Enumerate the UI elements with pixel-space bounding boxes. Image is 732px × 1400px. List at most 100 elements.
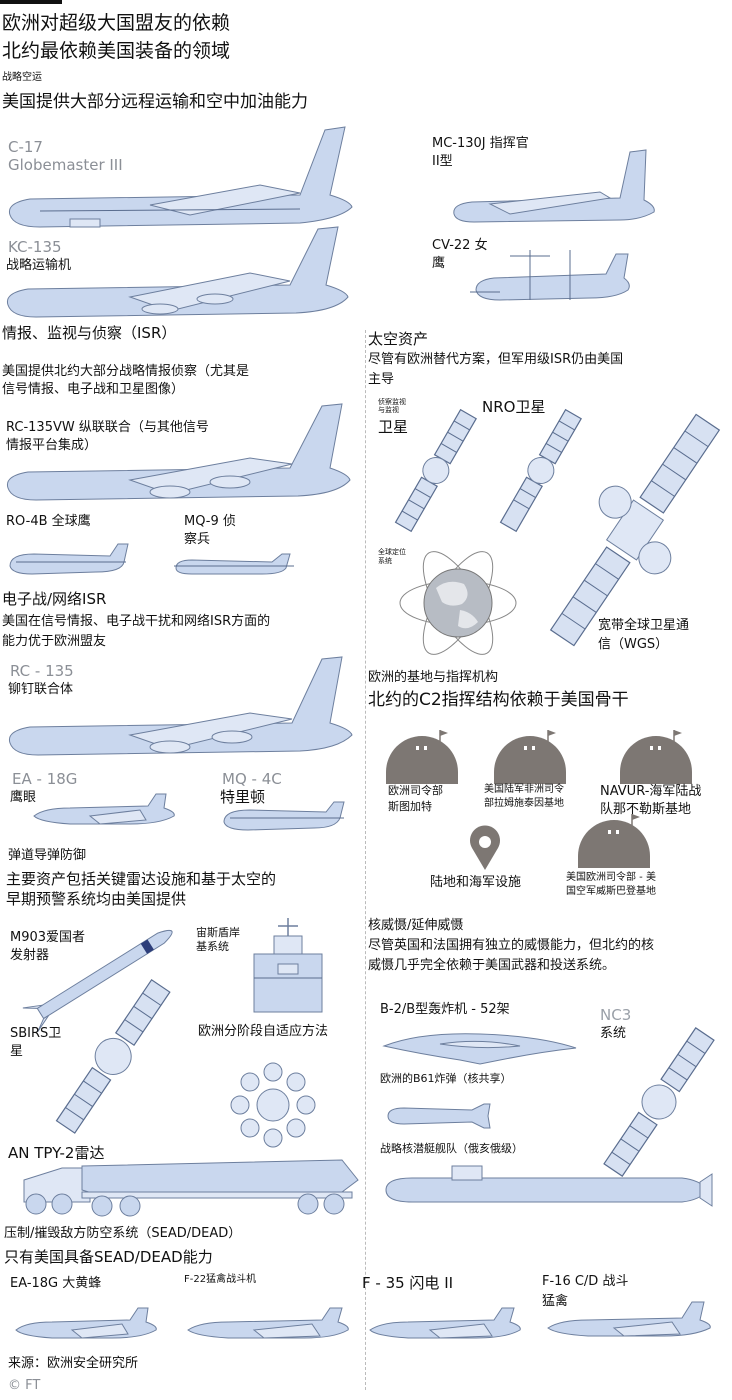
- aegis-label: 宙斯盾岸: [196, 926, 240, 939]
- sead-tag: 压制/摧毁敌方防空系统（SEAD/DEAD）: [4, 1226, 242, 1241]
- aegis-label-2: 基系统: [196, 940, 229, 953]
- source-note: 来源：欧洲安全研究所: [8, 1356, 139, 1371]
- aegis-ashore-building: [253, 918, 323, 1013]
- ea18g-cn-label: 鹰眼: [10, 790, 37, 805]
- base-dome-icon: [620, 730, 692, 784]
- mc130-label: MC-130J 指挥官: [432, 136, 529, 151]
- c2-headline: 北约的C2指挥结构依赖于美国骨干: [368, 690, 629, 710]
- ew-tag: 电子战/网络ISR: [2, 590, 107, 608]
- isr-satellite: [394, 408, 477, 533]
- base-dome-icon: [494, 730, 566, 784]
- credit-note: © FT: [8, 1378, 41, 1393]
- sbirs-label: SBIRS卫: [10, 1026, 62, 1041]
- ew-text-2: 能力优于欧洲盟友: [2, 634, 107, 649]
- f16-label: F-16 C/D 战斗: [542, 1274, 629, 1289]
- f22-label: F-22猛禽战斗机: [184, 1274, 257, 1285]
- c17-aircraft: [8, 126, 353, 228]
- ea18g-aircraft: [33, 793, 175, 825]
- kc135-cn-label: 战略运输机: [6, 258, 72, 273]
- c17-label-2: Globemaster III: [8, 156, 123, 174]
- isr-sat-small-label-2: 与监视: [378, 406, 399, 414]
- m903-label-2: 发射器: [10, 948, 50, 963]
- base-dome-icon: [578, 814, 650, 868]
- cv22-label: CV-22 女: [432, 238, 488, 253]
- nuclear-text-2: 威慑几乎完全依赖于美国武器和投送系统。: [368, 958, 616, 973]
- nro-satellite: [499, 408, 582, 533]
- space-text-1: 尽管有欧洲替代方案，但军用级ISR仍由美国: [368, 352, 624, 367]
- f35-aircraft: [369, 1307, 521, 1339]
- nuclear-text-1: 尽管英国和法国拥有独立的威慑能力，但北约的核: [368, 938, 655, 953]
- c2-tag: 欧洲的基地与指挥机构: [368, 670, 499, 685]
- epaa-ring-icon: [230, 1062, 316, 1148]
- f16-aircraft: [547, 1301, 711, 1337]
- tpy2-radar-truck: [23, 1159, 359, 1217]
- mc130-label-2: II型: [432, 154, 453, 169]
- rc135-aircraft: [8, 656, 353, 756]
- base-dome-icon: [386, 730, 458, 784]
- ssbn-label: 战略核潜艇舰队（俄亥俄级）: [380, 1142, 523, 1155]
- ea18g-label: EA - 18G: [12, 770, 78, 788]
- isr-text-2: 信号情报、电子战和卫星图像）: [2, 382, 185, 397]
- nc3-satellite: [603, 1027, 715, 1177]
- base-4-label: 美国欧洲司令部 - 美: [566, 872, 656, 883]
- nc3-label: NC3: [600, 1006, 632, 1024]
- rc135-label: RC - 135: [10, 662, 74, 680]
- mq4c-cn-label: 特里顿: [220, 788, 266, 806]
- rc135vw-label: RC-135VW 纵联联合（与其他信号: [6, 420, 209, 435]
- mq9-label-2: 察兵: [184, 532, 211, 547]
- m903-label: M903爱国者: [10, 930, 86, 945]
- rc135-cn-label: 铆钉联合体: [8, 682, 74, 697]
- wgs-label: 宽带全球卫星通: [598, 618, 690, 633]
- kc135-label: KC-135: [8, 238, 62, 256]
- b2-label: B-2/B型轰炸机 - 52架: [380, 1002, 510, 1017]
- base-2-label: 美国陆军非洲司令: [484, 784, 564, 795]
- sead-headline: 只有美国具备SEAD/DEAD能力: [4, 1248, 213, 1266]
- mq9-drone: [174, 553, 294, 575]
- nuclear-tag: 核威慑/延伸威慑: [368, 918, 464, 933]
- b2-bomber: [382, 1033, 577, 1065]
- base-3-label: NAVUR-海军陆战: [600, 784, 702, 799]
- wgs-satellite: [549, 413, 721, 647]
- gps-globe-icon: [399, 551, 517, 655]
- b61-label: 欧洲的B61炸弹（核共享）: [380, 1072, 512, 1085]
- ssbn-submarine: [385, 1165, 713, 1207]
- airlift-headline: 美国提供大部分远程运输和空中加油能力: [2, 92, 308, 112]
- space-tag: 太空资产: [368, 330, 429, 348]
- nro-sat-label: NRO卫星: [482, 398, 546, 416]
- f22-aircraft: [187, 1307, 349, 1339]
- bmd-text-2: 早期预警系统均由美国提供: [6, 890, 187, 908]
- base-3-label-2: 队那不勒斯基地: [600, 802, 692, 817]
- isr-tag: 情报、监视与侦察（ISR）: [2, 324, 177, 342]
- page-subtitle: 北约最依赖美国装备的领域: [2, 40, 231, 62]
- space-text-2: 主导: [368, 372, 395, 387]
- sead-ea18g-aircraft: [15, 1307, 157, 1339]
- location-pin-icon: [470, 825, 500, 870]
- isr-sat-label: 卫星: [378, 418, 409, 436]
- tpy2-label: AN TPY-2雷达: [8, 1144, 105, 1162]
- sbirs-label-2: 星: [10, 1044, 24, 1059]
- mc130-aircraft: [453, 149, 655, 223]
- sead-ea18g-label: EA-18G 大黄蜂: [10, 1276, 102, 1291]
- gps-small-label: 全球定位: [378, 548, 406, 556]
- cv22-aircraft: [470, 250, 630, 301]
- f35-label: F - 35 闪电 II: [362, 1274, 454, 1292]
- page-title: 欧洲对超级大国盟友的依赖: [2, 12, 231, 34]
- mq9-label: MQ-9 侦: [184, 514, 236, 529]
- isr-text-1: 美国提供北约大部分战略情报侦察（尤其是: [2, 364, 250, 379]
- kc135-aircraft: [6, 226, 349, 318]
- top-rule: [0, 0, 62, 4]
- b61-bomb: [387, 1103, 491, 1129]
- mq4c-drone: [223, 801, 345, 831]
- rq4b-label: RO-4B 全球鹰: [6, 514, 91, 529]
- base-2-label-2: 部拉姆施泰因基地: [484, 798, 564, 809]
- base-1-label-2: 斯图加特: [388, 800, 432, 813]
- c17-label: C-17: [8, 138, 43, 156]
- base-1-label: 欧洲司令部: [388, 784, 443, 797]
- isr-sat-small-label: 侦察监视: [378, 398, 406, 406]
- cv22-label-2: 鹰: [432, 256, 446, 271]
- wgs-label-2: 信（WGS）: [598, 637, 669, 652]
- rc135vw-label-2: 情报平台集成）: [6, 438, 98, 453]
- column-divider: [365, 330, 366, 1390]
- bmd-tag: 弹道导弹防御: [8, 848, 87, 863]
- patriot-missile: [22, 929, 173, 1032]
